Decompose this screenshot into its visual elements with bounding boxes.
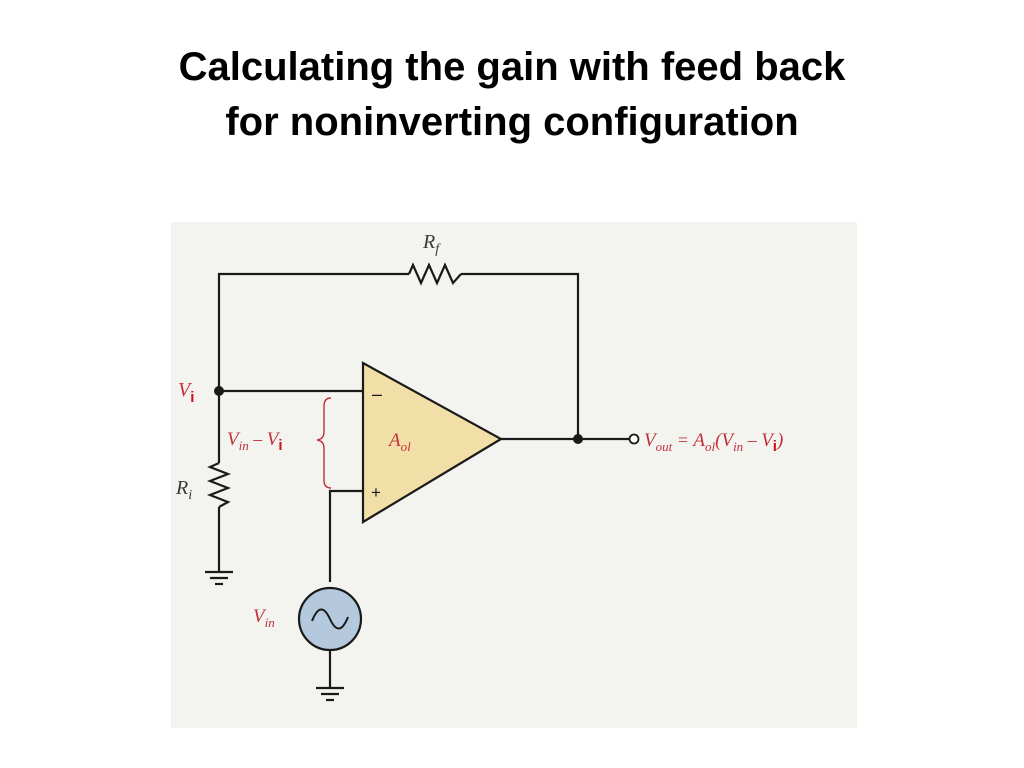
output-terminal-icon <box>628 433 640 445</box>
output-equation-label: Vout = Aol(Vin – Vi) <box>644 430 783 455</box>
opamp-minus-sign: – <box>372 384 382 404</box>
node-voltage-label: Vi <box>178 379 194 406</box>
opamp-triangle-icon <box>361 361 504 524</box>
feedback-wire <box>217 272 580 439</box>
plus-input-wire <box>328 489 363 582</box>
feedback-resistor-label: Rf <box>422 231 441 257</box>
source-voltage-label: Vin <box>253 606 275 630</box>
circuit-figure: – + Aol Rf Ri Vi V <box>171 222 857 728</box>
ground-resistor-label: Ri <box>175 477 192 503</box>
sine-wave-icon <box>311 608 349 630</box>
junction-dot-vi <box>214 386 224 396</box>
slide-title: Calculating the gain with feed back for … <box>0 40 1024 150</box>
feedback-resistor-icon <box>407 262 462 286</box>
title-line-2: for noninverting configuration <box>225 100 799 144</box>
opamp-gain-label: Aol <box>387 430 411 454</box>
opamp-plus-sign: + <box>371 483 381 502</box>
differential-voltage-label: Vin – Vi <box>227 429 283 454</box>
title-line-1: Calculating the gain with feed back <box>178 45 846 89</box>
ground-resistor-icon <box>206 461 232 508</box>
ground-icon-source <box>316 686 344 702</box>
difference-brace-icon <box>316 397 332 489</box>
ground-icon-left <box>205 570 233 586</box>
junction-dot-output <box>573 434 583 444</box>
circuit-diagram: – + Aol Rf Ri Vi V <box>175 231 783 702</box>
